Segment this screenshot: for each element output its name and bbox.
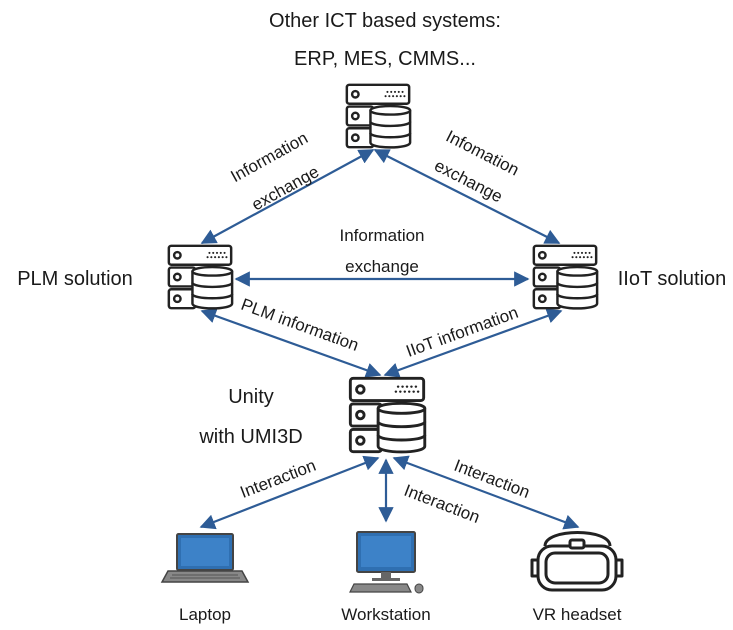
- iiot-solution-label: IIoT solution: [618, 268, 727, 290]
- edge-label-middle-line1: Information: [339, 226, 424, 245]
- unity-label-line1: Unity: [228, 386, 274, 408]
- vr-headset-icon: [530, 531, 624, 592]
- connection-arrows: [199, 149, 580, 530]
- laptop-icon: [160, 533, 250, 583]
- plm-server-icon: [167, 244, 234, 310]
- device-label-workstation: Workstation: [341, 605, 430, 624]
- unity-label-line2: with UMI3D: [198, 426, 302, 448]
- top-server-icon: [345, 83, 412, 149]
- arrow-unity-laptop: [199, 455, 380, 530]
- top-system-title-line1: Other ICT based systems:: [269, 10, 501, 32]
- unity-server-icon: [348, 376, 427, 454]
- arrow-plm-unity: [200, 308, 382, 378]
- workstation-icon: [349, 531, 424, 594]
- top-system-title-line2: ERP, MES, CMMS...: [294, 48, 476, 70]
- edge-label-interaction-laptop: Interaction: [238, 456, 319, 502]
- iiot-server-icon: [532, 244, 599, 310]
- arrow-top-plm: [200, 149, 375, 244]
- edge-label-middle-line2: exchange: [345, 257, 419, 276]
- device-label-vr-headset: VR headset: [533, 605, 622, 624]
- arrow-iiot-unity: [383, 308, 563, 378]
- arrow-top-iiot: [373, 149, 561, 244]
- device-label-laptop: Laptop: [179, 605, 231, 624]
- arrow-unity-vr: [392, 455, 580, 530]
- plm-solution-label: PLM solution: [17, 268, 133, 290]
